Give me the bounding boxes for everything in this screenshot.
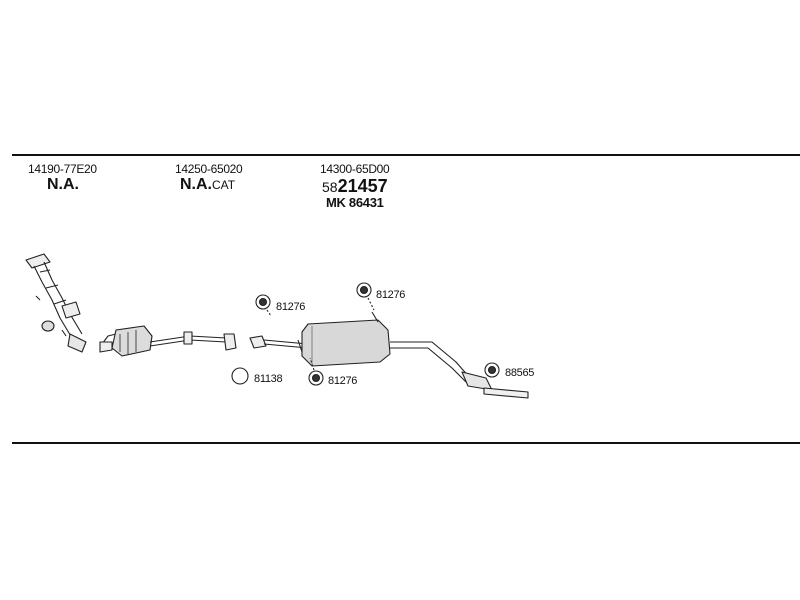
rubber-mount-icon — [356, 282, 375, 311]
ref-rear-silencer: 5821457 — [322, 176, 388, 197]
bottom-rule — [12, 442, 800, 444]
status-catalyst: N.A.CAT — [180, 176, 235, 194]
status-catalyst-text: N.A. — [180, 176, 212, 193]
top-rule — [12, 154, 800, 156]
status-catalyst-suffix: CAT — [212, 178, 236, 192]
clip-code-label: 88565 — [505, 367, 535, 379]
clip-code-label: 81276 — [328, 375, 358, 387]
clip-code-label: 81138 — [254, 373, 283, 385]
rubber-mount-icon — [484, 362, 500, 378]
front-pipe-part — [25, 253, 87, 353]
ref-main: 21457 — [337, 176, 388, 196]
rear-silencer-part — [249, 311, 529, 399]
part-number-front-pipe: 14190-77E20 — [28, 162, 97, 176]
ref-prefix: 58 — [322, 179, 338, 195]
status-front-pipe: N.A. — [47, 176, 79, 193]
part-number-rear-silencer: 14300-65D00 — [320, 162, 390, 176]
rubber-mount-icon — [255, 294, 272, 317]
clip-code-label: 81276 — [276, 301, 306, 313]
gasket-ring-icon — [231, 367, 249, 385]
ref-line2: MK 86431 — [326, 195, 384, 210]
clip-code-label: 81276 — [376, 289, 406, 301]
rubber-mount-icon — [308, 357, 324, 386]
catalyst-part — [99, 325, 237, 357]
part-number-catalyst: 14250-65020 — [175, 162, 243, 176]
